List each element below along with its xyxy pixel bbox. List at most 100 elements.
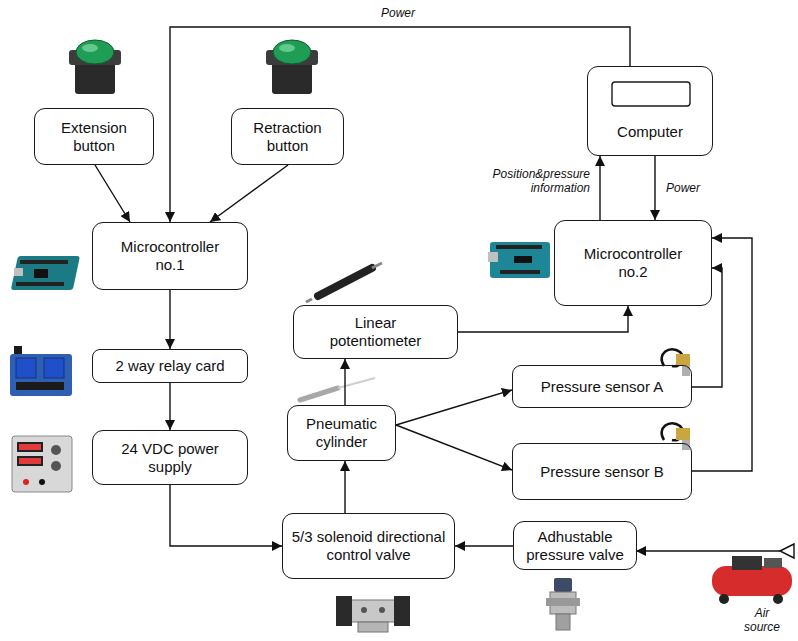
pressure-sensor-icon (682, 440, 690, 450)
pressure-sensor-icon (662, 423, 690, 450)
pneumatic-cylinder-icon (338, 378, 375, 388)
linear-potentiometer-icon (306, 263, 382, 302)
node-text: Computer (617, 123, 683, 141)
connector-arrow (692, 268, 722, 387)
node-text: 2 way relay card (115, 357, 224, 375)
power-supply-icon (23, 479, 29, 485)
sensor-box: Pressure sensor B (512, 443, 692, 500)
microcontroller-board-icon (16, 282, 64, 286)
air-source-line (636, 544, 794, 558)
node-text: Retraction button (240, 119, 335, 155)
node-text: Microcontroller no.1 (114, 238, 226, 274)
pressure-sensor-icon (676, 428, 690, 440)
microcontroller-board-icon (11, 256, 80, 290)
air-compressor-icon (732, 556, 762, 570)
sensor-box: Pressure sensor A (512, 365, 692, 408)
pressure-regulator-icon (546, 598, 580, 606)
power-supply-icon (19, 444, 41, 450)
connector-arrow (210, 165, 288, 222)
relay-card-icon (14, 346, 22, 354)
button-box: Retraction button (231, 108, 344, 165)
edge-label: Power (664, 181, 708, 195)
solenoid-valve-icon (336, 596, 352, 626)
computer-box: Computer (587, 66, 713, 156)
connector-arrow (692, 238, 752, 471)
edge-label: Position&pressure information (470, 167, 592, 195)
power-supply-icon (39, 479, 45, 485)
node-text: 24 VDC power supply (118, 440, 223, 476)
relay-card-icon (16, 382, 64, 390)
connector-arrow (344, 461, 345, 513)
air-compressor-icon (712, 556, 792, 604)
pneumatic-cylinder-icon (300, 388, 338, 400)
microcontroller-board-icon (20, 260, 68, 264)
power-supply-icon (51, 461, 61, 471)
computer-screen (612, 82, 690, 106)
node-text: 5/3 solenoid directional control valve (291, 528, 446, 564)
actuator-box: Pneumatic cylinder (287, 405, 396, 461)
node-text: Pressure sensor B (540, 463, 663, 481)
relay-box: 2 way relay card (92, 349, 248, 383)
microcontroller-board-icon (496, 245, 542, 249)
push-button-icon (273, 40, 311, 64)
connector-arrow (169, 290, 170, 349)
power-supply-icon (12, 436, 72, 492)
solenoid-valve-icon (379, 607, 385, 613)
pressure-regulator-icon (554, 578, 572, 592)
valve-box: 5/3 solenoid directional control valve (282, 513, 455, 579)
node-text: Adhustable pressure valve (522, 528, 628, 564)
relay-card-icon (44, 358, 64, 378)
microcontroller-board-icon (34, 269, 48, 278)
valve-box: Adhustable pressure valve (513, 521, 637, 570)
pneumatic-cylinder-icon (300, 378, 375, 400)
solenoid-valve-icon (350, 600, 396, 622)
microcontroller-board-icon (488, 252, 498, 262)
connector-arrow (169, 383, 170, 430)
node-text: Pressure sensor A (541, 378, 664, 396)
connector-arrow (654, 156, 655, 220)
pressure-regulator-icon (546, 578, 580, 630)
microcontroller-board-icon (490, 242, 550, 278)
microcontroller-board-icon (488, 242, 550, 278)
microcontroller-board-icon (14, 268, 23, 276)
solenoid-valve-icon (361, 607, 367, 613)
push-button-icon (279, 44, 295, 52)
linear-potentiometer-icon (372, 263, 382, 268)
air-compressor-icon (773, 594, 783, 604)
connector-arrow (455, 545, 513, 546)
solenoid-valve-icon (358, 622, 388, 632)
power-supply-icon (17, 442, 43, 452)
push-button-icon (76, 40, 114, 64)
node-text: Extension button (43, 119, 145, 155)
push-button-icon (75, 62, 115, 94)
air-compressor-icon (719, 594, 729, 604)
relay-card-icon (10, 354, 72, 396)
connector-arrow (95, 165, 130, 222)
air-compressor-icon (712, 566, 792, 596)
connector-arrow (396, 425, 512, 470)
microcontroller-board-icon (500, 270, 540, 274)
solenoid-valve-icon (394, 596, 410, 626)
node-text: Pneumatic cylinder (296, 415, 387, 451)
connector-arrow (170, 485, 282, 546)
push-button-icon (272, 62, 312, 94)
edge-label: Power (374, 6, 422, 20)
push-button-icon (266, 40, 318, 94)
connector-arrow (458, 306, 628, 332)
controller-box: Microcontroller no.1 (92, 222, 248, 290)
power-supply-icon (19, 458, 41, 464)
connector-arrow (599, 156, 600, 220)
solenoid-valve-icon (336, 596, 410, 632)
air-source-line (636, 550, 780, 551)
microcontroller-board-icon (11, 256, 80, 290)
push-button-icon (69, 40, 121, 94)
connector-arrow (344, 359, 345, 405)
sensor-box: Linear potentiometer (293, 305, 458, 359)
node-text: Linear potentiometer (326, 314, 426, 350)
linear-potentiometer-icon (318, 268, 372, 296)
air-compressor-icon (764, 558, 782, 568)
controller-box: Microcontroller no.2 (554, 220, 712, 306)
relay-card-icon (16, 358, 36, 378)
annotation-label: Air source (740, 606, 784, 634)
connector-arrow (170, 27, 630, 222)
